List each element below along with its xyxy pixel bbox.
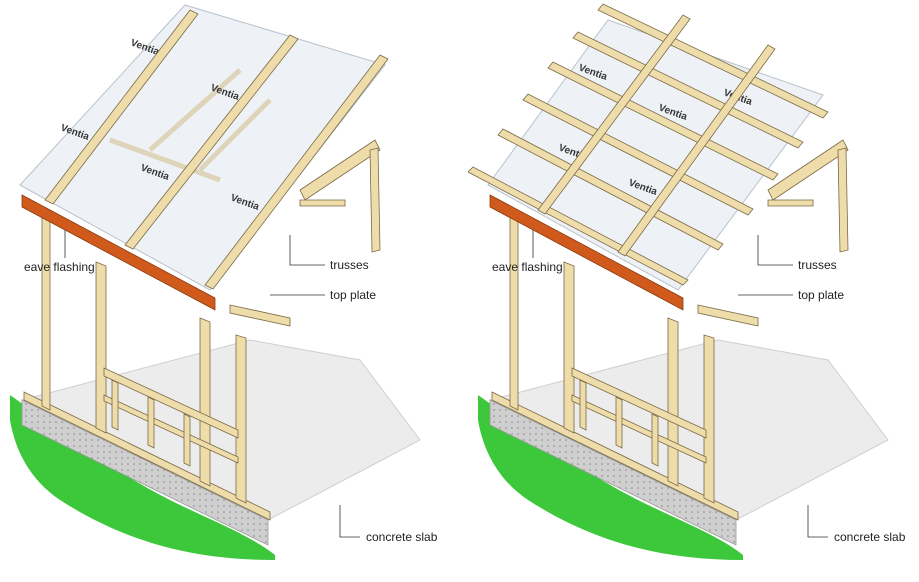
concrete-slab-edge [21,399,269,546]
label-concrete-slab: concrete slab [834,530,906,544]
window-frame [571,367,707,467]
label-concrete-slab: concrete slab [366,530,438,544]
right-panel: Ventia Ventia Ventia Ventia Ventia [468,0,919,582]
trusses [109,68,272,183]
bottom-plate [491,391,739,521]
label-trusses: trusses [798,258,837,272]
right-framing-illustration: Ventia Ventia Ventia Ventia Ventia [468,3,889,560]
label-top-plate: top plate [798,288,845,302]
grass [478,395,743,560]
concrete-slab-edge [489,399,737,546]
top-plate [697,304,759,327]
label-top-plate: top plate [330,288,377,302]
callout-lines [64,230,360,538]
top-plate [229,304,291,327]
left-panel: Ventia Ventia Ventia Ventia Ventia eave … [10,4,438,560]
gable-truss [299,139,381,253]
label-eave-flashing: eave flashing [24,260,95,274]
wall-studs [41,217,247,504]
window-frame [103,367,239,467]
grass [10,395,275,560]
callout-lines [532,230,828,538]
eave-flashing [21,194,216,311]
eave-flashing [489,194,684,311]
counter-battens [537,14,776,257]
counter-battens [44,9,389,290]
left-framing-illustration: Ventia Ventia Ventia Ventia Ventia [10,4,421,560]
roof-battens [468,3,829,286]
gable-truss [767,139,849,253]
label-eave-flashing: eave flashing [492,260,563,274]
bottom-plate [23,391,271,521]
label-trusses: trusses [330,258,369,272]
